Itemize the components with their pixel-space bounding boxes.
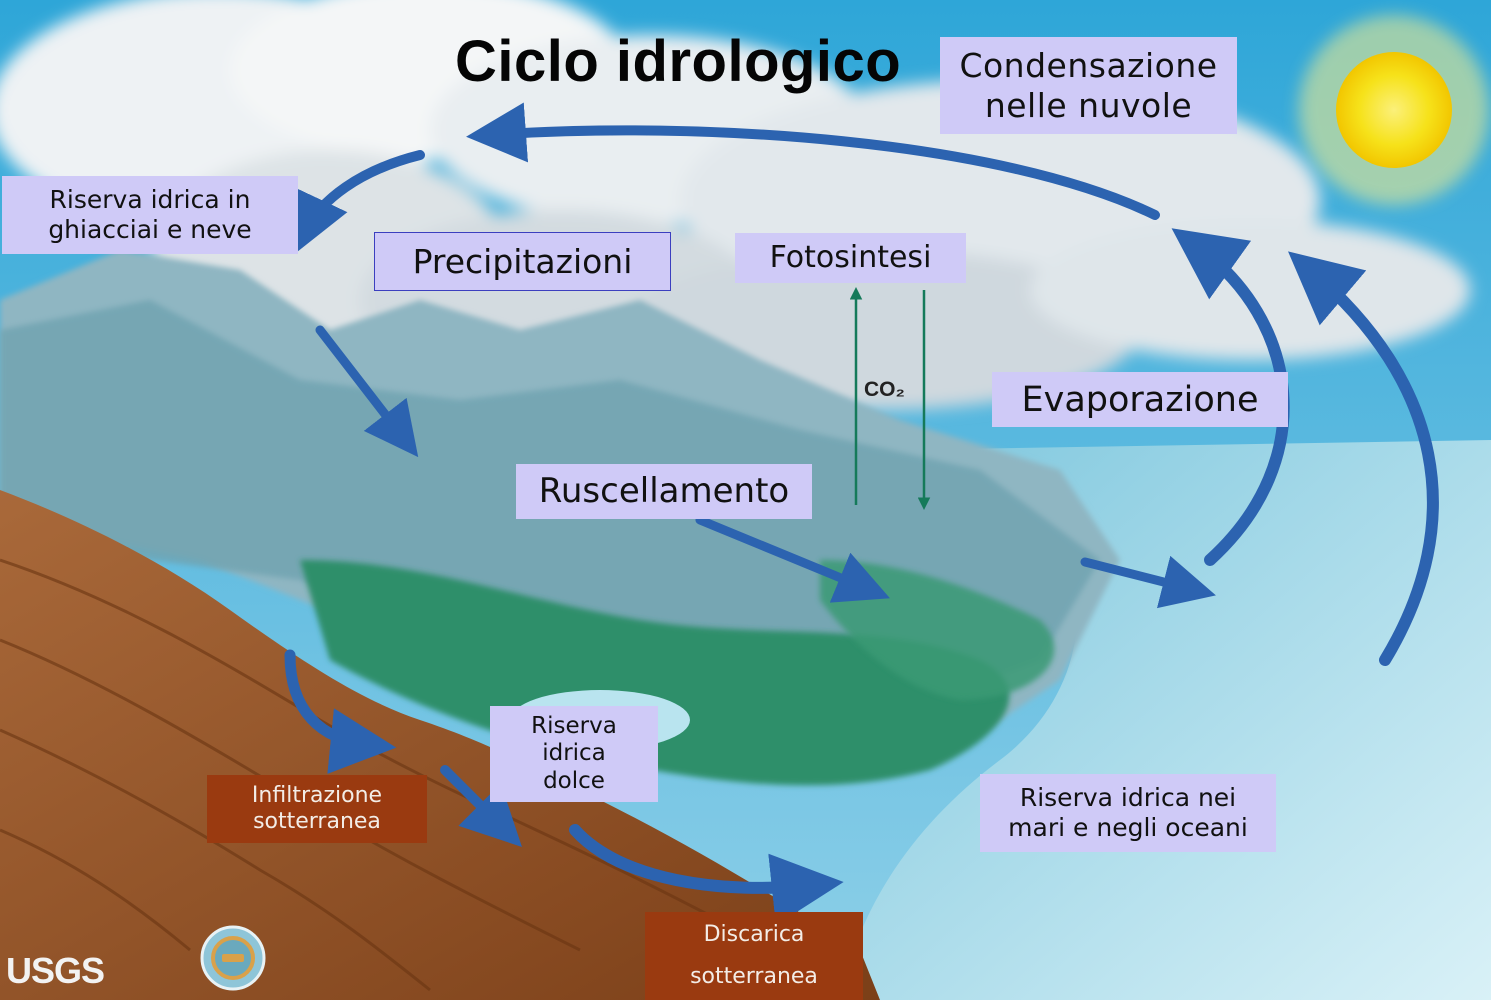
ocean (840, 440, 1491, 1000)
label-photosynthesis: Fotosintesi (735, 233, 966, 283)
usgs-logo: USGS (6, 950, 105, 991)
co2-arrows (849, 287, 931, 510)
label-runoff: Ruscellamento (516, 464, 812, 519)
label-ocean-reserve: Riserva idrica nei mari e negli oceani (980, 774, 1276, 852)
arrow-runoff (695, 515, 890, 603)
label-precipitation: Precipitazioni (374, 232, 671, 291)
label-evaporation: Evaporazione (992, 372, 1288, 427)
arrow-condensation-to-glaciers (466, 102, 1160, 220)
green-valley (300, 560, 1010, 786)
label-freshwater-reserve: Riserva idrica dolce (490, 706, 658, 802)
label-infiltration: Infiltrazione sotterranea (207, 775, 427, 843)
seal-icon (200, 925, 266, 991)
arrow-cloud-to-glacier (293, 150, 425, 254)
label-groundwater-discharge: Discarica sotterranea (645, 912, 863, 1000)
arrow-infiltration-2 (440, 765, 522, 847)
label-condensation: Condensazione nelle nuvole (940, 37, 1237, 134)
sun-icon (1299, 15, 1489, 205)
arrow-groundwater-discharge (569, 824, 844, 926)
co2-label: CO₂ (864, 378, 905, 401)
arrow-infiltration (284, 649, 397, 774)
label-glacier-reserve: Riserva idrica in ghiacciai e neve (2, 176, 298, 254)
arrow-precipitation (315, 325, 419, 458)
process-arrows (284, 102, 1439, 926)
arrow-runoff-ocean (1080, 555, 1216, 609)
diagram-title: Ciclo idrologico (455, 29, 902, 94)
arrow-evaporation-2 (1288, 251, 1439, 666)
